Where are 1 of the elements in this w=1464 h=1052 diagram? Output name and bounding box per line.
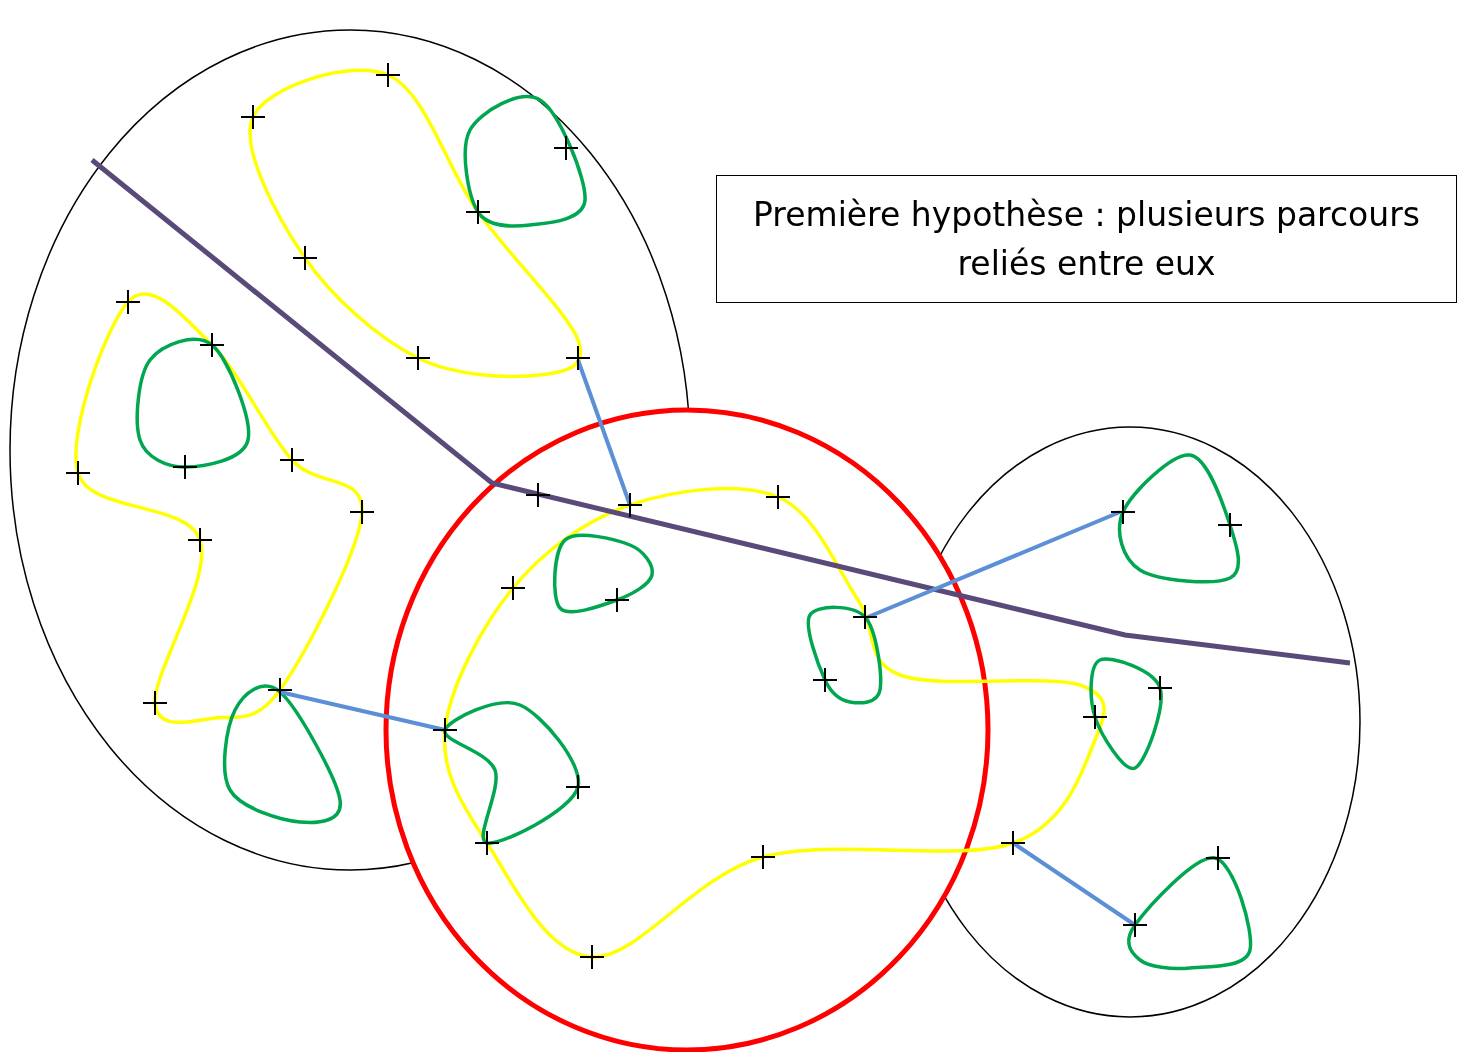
hypothesis-text-box: Première hypothèse : plusieurs parcours reliés entre eux <box>716 175 1457 303</box>
